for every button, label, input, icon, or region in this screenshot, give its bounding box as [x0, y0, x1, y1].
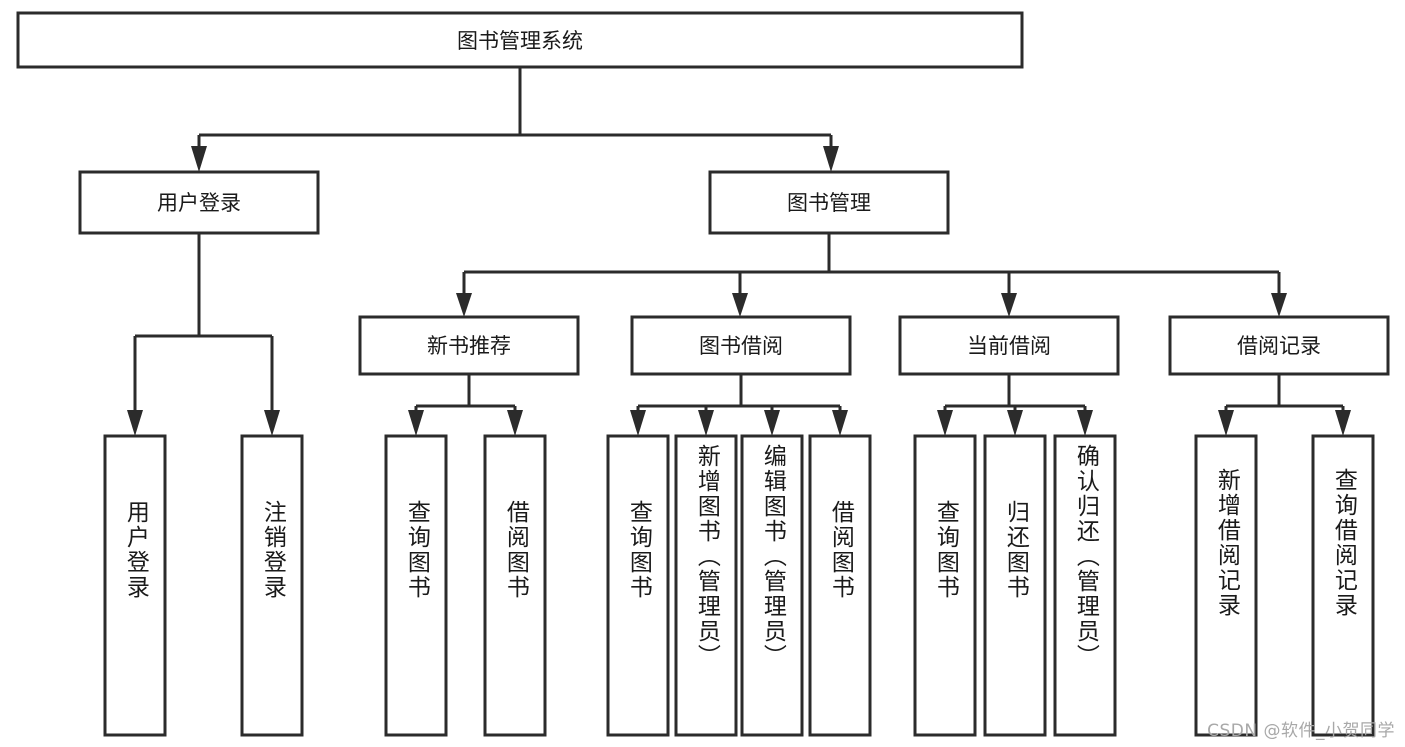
- node-user-login[interactable]: 用户登录: [78, 170, 320, 235]
- node-new-book-recommend-box[interactable]: [358, 315, 580, 376]
- node-root-box[interactable]: [16, 11, 1024, 69]
- leaf-box-current-return-book[interactable]: [983, 434, 1047, 737]
- arrow-head-to-book-borrow: [732, 293, 748, 317]
- arrow-head-leaf-current-return: [1007, 410, 1023, 436]
- arrow-head-leaf-current-confirm: [1077, 410, 1093, 436]
- node-borrow-record-label: 借阅记录: [1237, 334, 1321, 358]
- node-book-borrow-box[interactable]: [630, 315, 852, 376]
- arrow-head-leaf-recommend-borrow: [507, 410, 523, 436]
- leaf-box-recommend-query-book[interactable]: [384, 434, 448, 737]
- leaf-box-recommend-borrow-book[interactable]: [483, 434, 547, 737]
- arrow-head-leaf-record-query: [1335, 410, 1351, 436]
- arrow-head-to-book-management: [823, 146, 839, 172]
- leaf-box-borrow-edit-book[interactable]: [740, 434, 804, 737]
- leaf-box-current-confirm-return[interactable]: [1053, 434, 1117, 737]
- arrow-head-to-current-borrow: [1001, 293, 1017, 317]
- leaf-box-record-add[interactable]: [1194, 434, 1258, 737]
- leaf-box-borrow-lend-book[interactable]: [808, 434, 872, 737]
- csdn-watermark: CSDN @软件_小贺同学: [1207, 721, 1395, 741]
- node-book-borrow-label: 图书借阅: [699, 334, 783, 358]
- arrow-head-to-borrow-record: [1271, 293, 1287, 317]
- arrow-head-to-user-login: [191, 146, 207, 172]
- node-borrow-record-box[interactable]: [1168, 315, 1390, 376]
- node-root-label: 图书管理系统: [457, 29, 583, 53]
- arrow-head-leaf-current-query: [937, 410, 953, 436]
- node-borrow-record[interactable]: 借阅记录: [1168, 315, 1390, 376]
- node-book-borrow[interactable]: 图书借阅: [630, 315, 852, 376]
- arrow-head-leaf-record-add: [1218, 410, 1234, 436]
- leaf-box-record-query[interactable]: [1311, 434, 1375, 737]
- node-current-borrow[interactable]: 当前借阅: [898, 315, 1120, 376]
- node-book-management-box[interactable]: [708, 170, 950, 235]
- arrow-head-leaf-recommend-query: [408, 410, 424, 436]
- leaf-box-user-login[interactable]: [103, 434, 167, 737]
- arrow-head-leaf-borrow-lend: [832, 410, 848, 436]
- node-new-book-recommend-label: 新书推荐: [427, 334, 511, 358]
- arrow-head-leaf-borrow-edit: [764, 410, 780, 436]
- node-book-management-label: 图书管理: [787, 191, 871, 215]
- arrow-head-leaf-borrow-query: [630, 410, 646, 436]
- arrow-head-to-new-book-recommend: [456, 293, 472, 317]
- node-book-management[interactable]: 图书管理: [708, 170, 950, 235]
- arrow-head-leaf-borrow-add: [698, 410, 714, 436]
- node-new-book-recommend[interactable]: 新书推荐: [358, 315, 580, 376]
- node-current-borrow-label: 当前借阅: [967, 334, 1051, 358]
- leaf-box-logout[interactable]: [240, 434, 304, 737]
- arrow-head-leaf-logout: [264, 410, 280, 436]
- node-current-borrow-box[interactable]: [898, 315, 1120, 376]
- leaf-box-current-query-book[interactable]: [913, 434, 977, 737]
- node-user-login-label: 用户登录: [157, 191, 241, 215]
- arrow-head-leaf-user-login: [127, 410, 143, 436]
- leaf-box-borrow-query-book[interactable]: [606, 434, 670, 737]
- leaf-box-borrow-add-book[interactable]: [674, 434, 738, 737]
- node-root[interactable]: 图书管理系统: [16, 11, 1024, 69]
